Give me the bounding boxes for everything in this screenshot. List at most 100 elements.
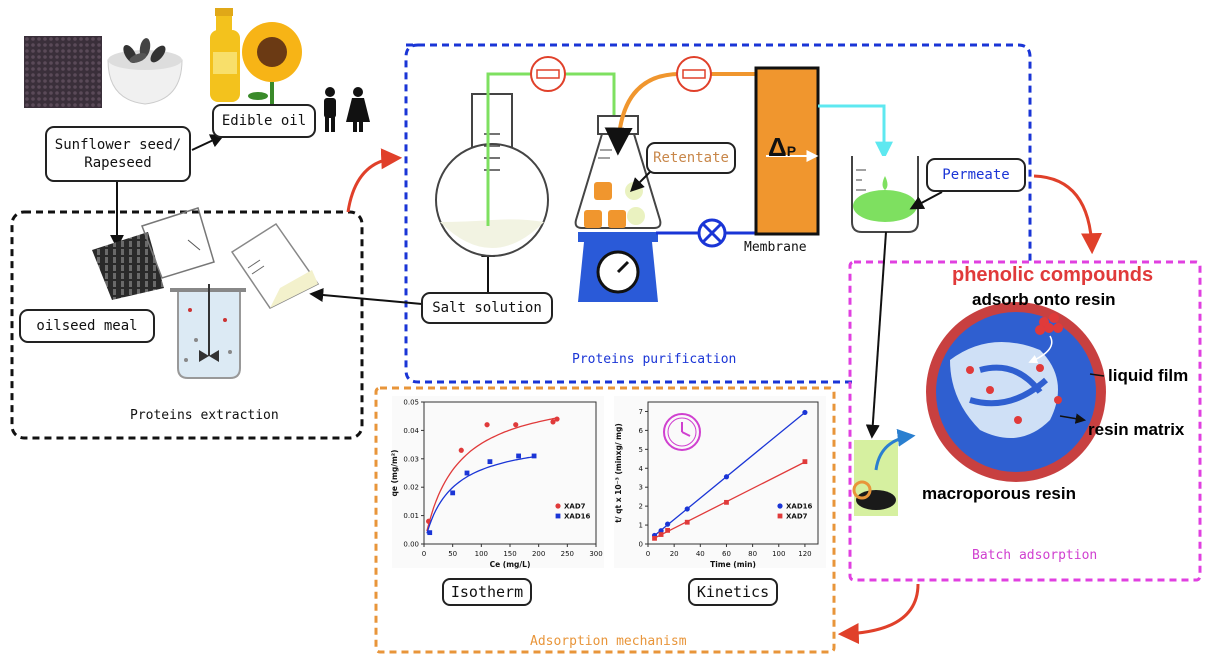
purification-title: Proteins purification [572, 352, 737, 367]
liquid-film-label: liquid film [1108, 366, 1189, 385]
data-point-xad7 [458, 447, 464, 453]
data-point-xad7 [484, 422, 490, 428]
data-point-xad7 [684, 519, 690, 525]
y-tick-label: 7 [639, 408, 643, 416]
round-flask [435, 93, 549, 257]
x-axis-label: Ce (mg/L) [490, 560, 531, 569]
scale-icon [578, 232, 658, 302]
resin-jar [852, 428, 916, 516]
legend-label: XAD16 [564, 513, 590, 521]
data-point-xad7 [665, 527, 671, 533]
oil-bottle-image [210, 8, 240, 102]
extraction-title: Proteins extraction [130, 408, 279, 423]
data-point-xad16 [450, 490, 456, 496]
permeate-beaker [851, 156, 919, 233]
y-tick-label: 4 [639, 465, 644, 473]
y-tick-label: 0 [639, 541, 643, 549]
meal-beaker [92, 207, 215, 300]
legend-marker [555, 513, 561, 519]
phenolic-dots [1035, 313, 1063, 335]
fit-line-xad16 [654, 411, 806, 537]
batch-title: Batch adsorption [972, 548, 1098, 563]
data-point-xad16 [427, 530, 433, 536]
membrane-label: Membrane [744, 240, 807, 255]
x-tick-label: 0 [422, 550, 426, 558]
data-point-xad16 [723, 474, 730, 480]
data-point-xad16 [464, 470, 470, 476]
people-icon [324, 87, 370, 132]
y-tick-label: 0.04 [403, 427, 419, 435]
y-axis-label: t/ qt x 10⁻³ (minxg/ mg) [614, 423, 623, 523]
data-point-xad7 [550, 419, 556, 425]
x-tick-label: 100 [475, 550, 488, 558]
y-tick-label: 0.03 [403, 455, 419, 463]
data-point-xad16 [665, 521, 671, 527]
x-tick-label: 300 [589, 550, 602, 558]
x-tick-label: 20 [670, 550, 679, 558]
clock-icon [663, 413, 701, 451]
y-tick-label: 2 [639, 503, 643, 511]
kinetics-label: Kinetics [688, 578, 778, 606]
x-tick-label: 50 [448, 550, 457, 558]
p-symbol: P [786, 143, 797, 159]
adsorption-border [374, 386, 836, 654]
data-point-xad7 [724, 499, 729, 505]
sunflower-seed-label: Sunflower seed/ Rapeseed [45, 126, 191, 182]
y-tick-label: 0.02 [403, 484, 419, 492]
y-tick-label: 1 [639, 522, 643, 530]
data-point-xad16 [802, 409, 808, 416]
retentate-label: Retentate [646, 142, 736, 174]
sunflower-image [242, 22, 302, 106]
y-tick-label: 5 [639, 446, 643, 454]
fit-line-xad16 [426, 456, 533, 534]
resin-matrix-label: resin matrix [1088, 420, 1185, 439]
fit-line-xad7 [426, 417, 556, 532]
x-tick-label: 250 [561, 550, 574, 558]
y-tick-label: 0.00 [403, 541, 419, 549]
sunflower-seeds-bowl-image [107, 38, 183, 105]
data-point-xad7 [554, 416, 560, 422]
y-tick-label: 6 [639, 427, 644, 435]
stirred-tank [170, 284, 246, 379]
x-tick-label: 150 [503, 550, 516, 558]
x-tick-label: 120 [798, 550, 811, 558]
x-tick-label: 60 [722, 550, 731, 558]
legend-label: XAD16 [786, 503, 812, 511]
macroporous-label: macroporous resin [922, 484, 1076, 503]
x-tick-label: 40 [696, 550, 705, 558]
purification-border [404, 43, 1032, 384]
legend-label: XAD7 [786, 513, 808, 521]
data-point-xad7 [802, 459, 808, 465]
y-axis-label: qe (mg/m²) [390, 450, 399, 497]
isotherm-chart: 0 50 100 150 200 250 300 0.00 0.01 0.02 0.03 0.04 0.… [390, 396, 604, 569]
x-tick-label: 100 [772, 550, 785, 558]
data-point-xad16 [487, 459, 493, 465]
legend-label: XAD7 [564, 503, 586, 511]
fit-line-xad7 [654, 461, 806, 539]
resin-bead [926, 302, 1106, 482]
permeate-label: Permeate [926, 158, 1026, 192]
y-tick-label: 0.05 [403, 399, 419, 407]
salt-solution-label: Salt solution [421, 292, 553, 324]
data-point-xad7 [652, 535, 657, 541]
data-point-xad16 [684, 506, 690, 512]
liquid-beaker [230, 222, 320, 309]
oilseed-meal-label: oilseed meal [19, 309, 155, 343]
delta-symbol: Δ [768, 132, 787, 162]
y-tick-label: 0.01 [403, 512, 419, 520]
edible-oil-label: Edible oil [212, 104, 316, 138]
membrane-module [754, 66, 820, 236]
adsorb-label: adsorb onto resin [972, 290, 1116, 309]
isotherm-label: Isotherm [442, 578, 532, 606]
data-point-xad7 [658, 532, 664, 537]
data-point-xad7 [513, 422, 519, 428]
delta-p-label: ΔP [768, 132, 796, 163]
rapeseed-image [24, 36, 102, 108]
x-tick-label: 0 [646, 550, 650, 558]
adsorption-title: Adsorption mechanism [530, 634, 687, 649]
x-tick-label: 200 [532, 550, 545, 558]
batch-border [848, 260, 1202, 582]
x-tick-label: 80 [748, 550, 757, 558]
